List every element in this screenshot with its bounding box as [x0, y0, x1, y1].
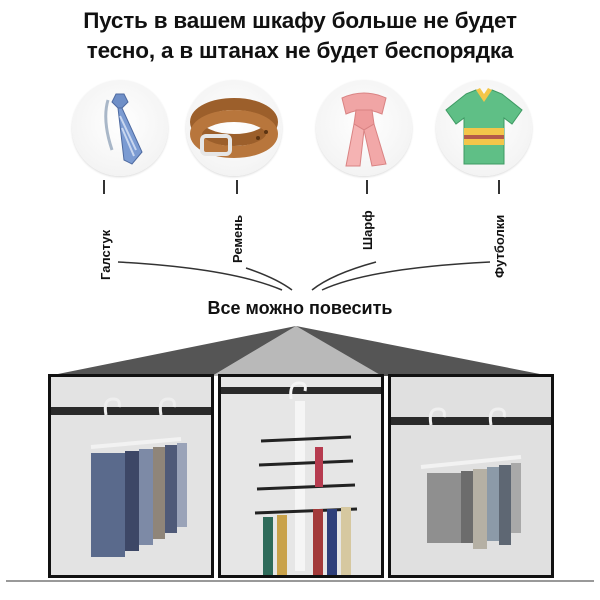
scarf-icon	[316, 80, 412, 176]
hanger-with-trousers-photo	[48, 374, 214, 578]
headline: Пусть в вашем шкафу больше не будет тесн…	[0, 6, 600, 66]
headline-line-1: Пусть в вашем шкафу больше не будет	[83, 8, 517, 33]
hanger-with-ties-photo	[218, 374, 384, 578]
subtitle: Все можно повесить	[207, 298, 393, 318]
tick-belt	[236, 180, 238, 194]
tick-shirt	[498, 180, 500, 194]
tick-tie	[103, 180, 105, 194]
tie-icon	[72, 80, 168, 176]
headline-line-2: тесно, а в штанах не будет беспорядка	[86, 38, 514, 63]
polo-shirt-icon	[436, 80, 532, 176]
belt-icon	[186, 80, 282, 176]
tick-scarf	[366, 180, 368, 194]
bottom-divider	[0, 578, 600, 600]
hanger-with-scarves-photo	[388, 374, 554, 578]
